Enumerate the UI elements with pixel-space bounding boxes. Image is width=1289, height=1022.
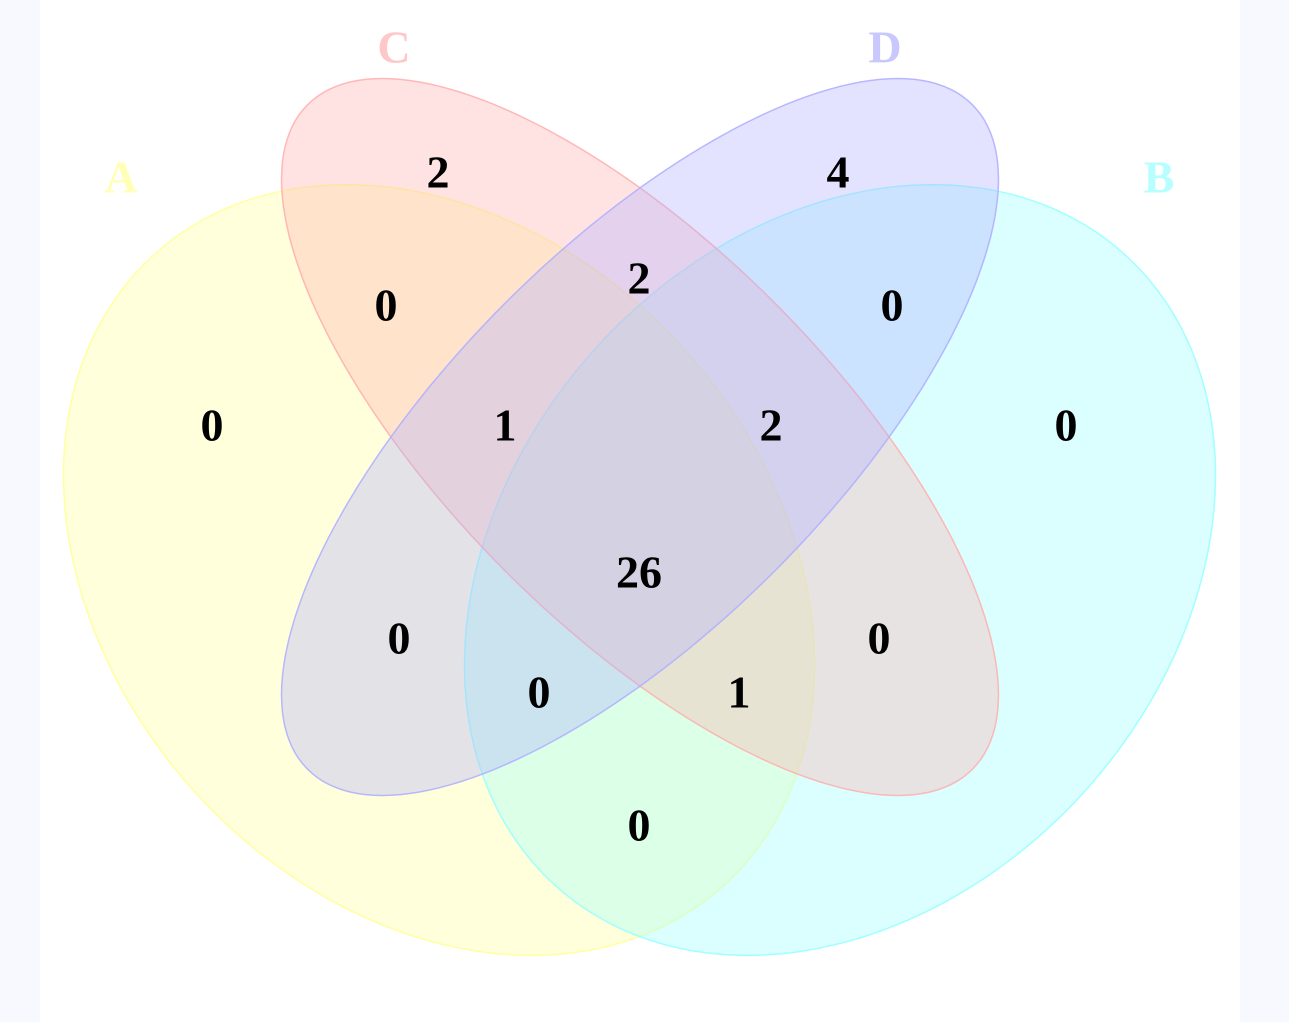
set-b-label: B bbox=[1144, 152, 1175, 203]
region-count-b: 0 bbox=[1055, 400, 1078, 451]
region-count-bd: 0 bbox=[881, 280, 904, 331]
set-b-ellipse bbox=[463, 183, 1217, 957]
region-count-c: 2 bbox=[427, 147, 450, 198]
diagram-panel bbox=[40, 0, 1240, 1022]
region-count-acd: 1 bbox=[494, 400, 517, 451]
set-d-label: D bbox=[868, 22, 901, 73]
region-count-ac: 0 bbox=[375, 280, 398, 331]
region-count-abd: 0 bbox=[528, 667, 551, 718]
set-c-label: C bbox=[377, 22, 410, 73]
set-a-label: A bbox=[104, 152, 137, 203]
region-count-a: 0 bbox=[201, 400, 224, 451]
region-count-ad: 0 bbox=[388, 613, 411, 664]
region-count-abcd: 26 bbox=[616, 547, 662, 598]
region-count-bcd: 2 bbox=[760, 400, 783, 451]
region-count-bc: 0 bbox=[868, 613, 891, 664]
set-a-ellipse bbox=[62, 183, 816, 957]
set-d-ellipse bbox=[280, 77, 1000, 797]
set-c-ellipse bbox=[280, 77, 1000, 797]
region-count-abc: 1 bbox=[728, 667, 751, 718]
region-count-ab: 0 bbox=[628, 800, 651, 851]
region-count-cd: 2 bbox=[628, 253, 651, 304]
region-count-d: 4 bbox=[827, 147, 850, 198]
